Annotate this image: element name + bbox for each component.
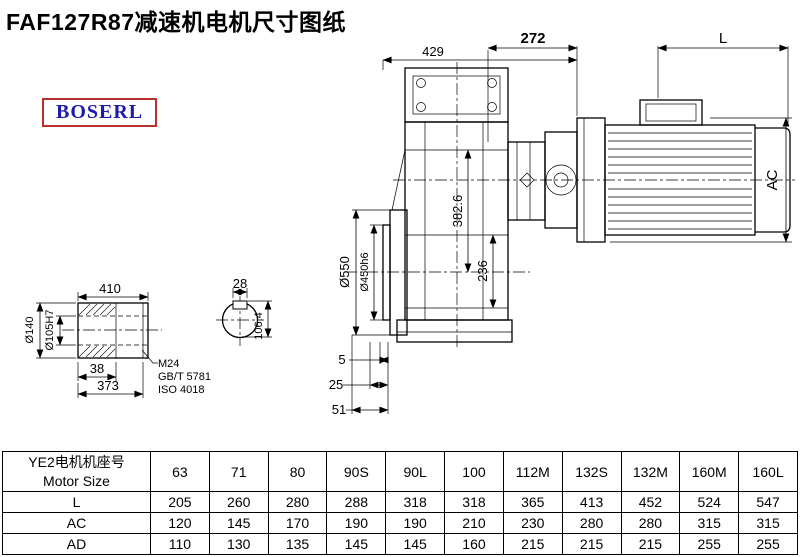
dim-25-label: 25 <box>329 377 343 392</box>
cell-L-100: 318 <box>444 491 504 513</box>
size-col-132M: 132M <box>620 451 681 492</box>
size-col-100: 100 <box>444 451 504 492</box>
size-col-63: 63 <box>150 451 210 492</box>
row-label-AD: AD <box>2 533 151 555</box>
dim-450h6-label: Ø450h6 <box>359 252 371 291</box>
cell-AD-80: 135 <box>267 533 328 555</box>
cell-L-90S: 288 <box>326 491 387 513</box>
hatching <box>78 303 116 358</box>
cell-AC-63: 120 <box>150 512 210 534</box>
mounting-foot <box>396 319 513 343</box>
dim-5-label: 5 <box>338 352 345 367</box>
diamond-mark <box>519 172 535 188</box>
cell-AC-90S: 190 <box>326 512 387 534</box>
cooling-fins <box>608 132 752 230</box>
dim-AC-label: AC <box>764 169 781 190</box>
shaft-detail-view <box>77 302 149 359</box>
terminal-box <box>639 99 703 126</box>
cell-L-90L: 318 <box>385 491 446 513</box>
cell-AC-71: 145 <box>208 512 269 534</box>
dim-550-label: Ø550 <box>337 256 352 288</box>
dim-429-label: 429 <box>422 44 444 59</box>
centerlines <box>62 62 795 350</box>
dim-236-label: 236 <box>475 260 490 282</box>
size-col-132S: 132S <box>561 451 622 492</box>
std-gb-label: GB/T 5781 <box>158 371 211 383</box>
key-section-view <box>221 300 259 339</box>
size-col-160M: 160M <box>679 451 740 492</box>
cell-AC-132M: 280 <box>620 512 681 534</box>
cell-AD-160L: 255 <box>738 533 798 555</box>
cell-AC-80: 170 <box>267 512 328 534</box>
dim-105h7-label: Ø105H7 <box>44 310 56 351</box>
cell-AD-90S: 145 <box>326 533 387 555</box>
cell-AD-160M: 255 <box>679 533 740 555</box>
size-col-112M: 112M <box>502 451 563 492</box>
motor-size-header: YE2电机机座号 Motor Size <box>2 451 151 492</box>
dimension-drawing: 429 272 L AC Ø550 Ø450h6 382.6 236 410 2… <box>24 30 795 417</box>
cell-AD-112M: 215 <box>502 533 563 555</box>
dim-410-label: 410 <box>99 281 121 296</box>
motor-size-header-cn: YE2电机机座号 <box>28 453 125 470</box>
motor-size-header-en: Motor Size <box>43 472 110 489</box>
keyway <box>232 300 248 310</box>
size-col-71: 71 <box>208 451 269 492</box>
cell-L-63: 205 <box>150 491 210 513</box>
thread-label: M24 <box>158 358 179 370</box>
dim-51-label: 51 <box>332 402 346 417</box>
cell-L-160L: 547 <box>738 491 798 513</box>
cell-L-132M: 452 <box>620 491 681 513</box>
motor-assembly <box>576 99 791 243</box>
dim-272-label: 272 <box>520 30 545 47</box>
size-col-80: 80 <box>267 451 328 492</box>
dim-140-label: Ø140 <box>24 317 36 344</box>
gearbox-side-view <box>382 67 513 343</box>
std-iso-label: ISO 4018 <box>158 384 204 396</box>
cell-AC-132S: 280 <box>561 512 622 534</box>
size-col-90L: 90L <box>385 451 446 492</box>
dim-373-label: 373 <box>97 378 119 393</box>
row-label-AC: AC <box>2 512 151 534</box>
cell-AD-132M: 215 <box>620 533 681 555</box>
dim-382-label: 382.6 <box>450 195 465 228</box>
page-title: FAF127R87减速机电机尺寸图纸 <box>6 9 347 35</box>
dim-28-label: 28 <box>233 276 247 291</box>
cell-L-71: 260 <box>208 491 269 513</box>
cell-L-132S: 413 <box>561 491 622 513</box>
brand-logo: BOSERL <box>42 98 158 127</box>
row-label-L: L <box>2 491 151 513</box>
cell-L-160M: 524 <box>679 491 740 513</box>
cell-AC-160M: 315 <box>679 512 740 534</box>
cell-AC-160L: 315 <box>738 512 798 534</box>
thread-leader-line <box>141 349 158 364</box>
dim-L-label: L <box>719 30 727 47</box>
dimension-labels: 429 272 L AC Ø550 Ø450h6 382.6 236 410 2… <box>24 30 781 417</box>
output-spigot-edge <box>382 224 391 321</box>
cell-AD-90L: 145 <box>385 533 446 555</box>
cell-L-112M: 365 <box>502 491 563 513</box>
cell-AC-100: 210 <box>444 512 504 534</box>
dim-38-label: 38 <box>90 361 104 376</box>
cell-AD-132S: 215 <box>561 533 622 555</box>
cell-AD-63: 110 <box>150 533 210 555</box>
dim-106-label: 106.4 <box>253 312 265 340</box>
cell-AD-100: 160 <box>444 533 504 555</box>
size-col-160L: 160L <box>738 451 798 492</box>
dimension-lines <box>36 44 792 414</box>
cell-L-80: 280 <box>267 491 328 513</box>
cell-AC-112M: 230 <box>502 512 563 534</box>
cell-AC-90L: 190 <box>385 512 446 534</box>
cell-AD-71: 130 <box>208 533 269 555</box>
size-col-90S: 90S <box>326 451 387 492</box>
